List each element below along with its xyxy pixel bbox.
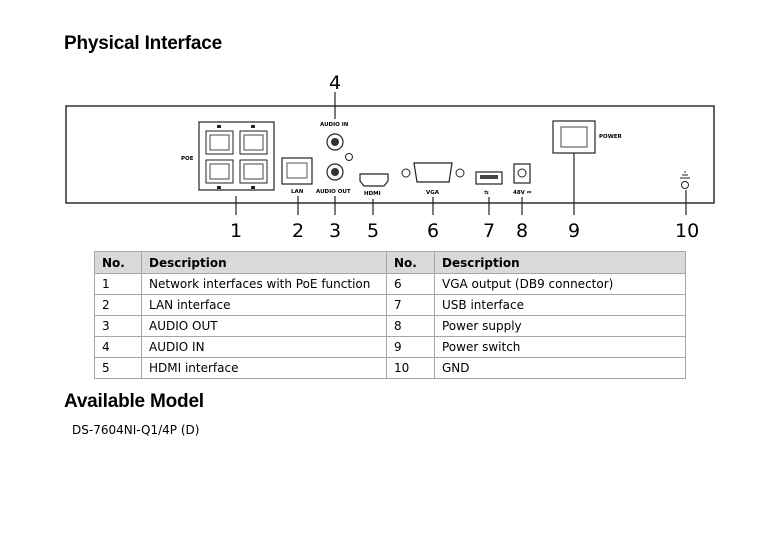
page-title: Physical Interface xyxy=(64,33,222,54)
callout-3: 3 xyxy=(329,220,341,242)
cell-no: 5 xyxy=(94,357,142,379)
audio-ports: AUDIO IN AUDIO OUT xyxy=(316,122,353,195)
power-label: POWER xyxy=(599,134,623,140)
callout-2: 2 xyxy=(292,220,304,242)
callout-5: 5 xyxy=(367,220,379,242)
table-row: 5 HDMI interface 10 GND xyxy=(94,357,686,379)
table-row: 3 AUDIO OUT 8 Power supply xyxy=(94,315,686,337)
rj45-port-icon xyxy=(205,125,268,189)
cell-no: 10 xyxy=(386,357,435,379)
callout-7: 7 xyxy=(483,220,495,242)
cell-no: 8 xyxy=(386,315,435,337)
power-switch-icon: POWER xyxy=(552,120,623,154)
dc-power-icon: 48V ⎓ xyxy=(513,163,532,196)
cell-no: 6 xyxy=(386,273,435,295)
callout-4: 4 xyxy=(329,72,341,94)
vga-label: VGA xyxy=(426,190,440,196)
header-no: No. xyxy=(94,251,142,274)
usb-port-icon: ⇆ xyxy=(475,171,503,196)
header-description: Description xyxy=(434,251,686,274)
header-description: Description xyxy=(141,251,387,274)
model-number: DS-7604NI-Q1/4P (D) xyxy=(72,423,200,437)
callout-9: 9 xyxy=(568,220,580,242)
usb-label: ⇆ xyxy=(484,190,489,196)
table-row: 4 AUDIO IN 9 Power switch xyxy=(94,336,686,358)
audio-out-label: AUDIO OUT xyxy=(316,189,351,195)
lan-label: LAN xyxy=(291,189,304,195)
panel-outline xyxy=(65,105,715,204)
cell-no: 7 xyxy=(386,294,435,316)
cell-no: 9 xyxy=(386,336,435,358)
cell-no: 1 xyxy=(94,273,142,295)
audio-in-label: AUDIO IN xyxy=(320,122,349,128)
lan-port: LAN xyxy=(281,157,313,195)
poe-ports: POE xyxy=(181,121,275,191)
table-row: 1 Network interfaces with PoE function 6… xyxy=(94,273,686,295)
hdmi-label: HDMI xyxy=(364,191,381,197)
cell-description: USB interface xyxy=(434,294,686,316)
callout-1: 1 xyxy=(230,220,242,242)
cell-description: Power supply xyxy=(434,315,686,337)
cell-description: AUDIO IN xyxy=(141,336,387,358)
ground-icon xyxy=(680,171,690,189)
cell-description: Power switch xyxy=(434,336,686,358)
header-no: No. xyxy=(386,251,435,274)
poe-label: POE xyxy=(181,156,194,162)
table-row: 2 LAN interface 7 USB interface xyxy=(94,294,686,316)
section-title-available-model: Available Model xyxy=(64,391,204,412)
callout-10: 10 xyxy=(675,220,699,242)
vga-port-icon: VGA xyxy=(401,162,465,196)
callout-lines xyxy=(235,92,687,215)
cell-description: VGA output (DB9 connector) xyxy=(434,273,686,295)
rear-panel-diagram: POE LAN AUDIO IN AUDIO OUT xyxy=(65,72,715,242)
cell-description: Network interfaces with PoE function xyxy=(141,273,387,295)
rj45-port-icon xyxy=(281,157,313,185)
cell-no: 4 xyxy=(94,336,142,358)
cell-no: 2 xyxy=(94,294,142,316)
audio-jack-icon xyxy=(326,133,344,151)
v48-label: 48V ⎓ xyxy=(513,190,532,196)
cell-description: AUDIO OUT xyxy=(141,315,387,337)
callout-8: 8 xyxy=(516,220,528,242)
callout-6: 6 xyxy=(427,220,439,242)
hdmi-port-icon: HDMI xyxy=(359,173,389,197)
cell-description: GND xyxy=(434,357,686,379)
cell-description: LAN interface xyxy=(141,294,387,316)
table-header-row: No. Description No. Description xyxy=(94,251,686,274)
cell-no: 3 xyxy=(94,315,142,337)
interface-table: No. Description No. Description 1 Networ… xyxy=(94,251,686,379)
cell-description: HDMI interface xyxy=(141,357,387,379)
audio-jack-icon xyxy=(326,163,344,181)
